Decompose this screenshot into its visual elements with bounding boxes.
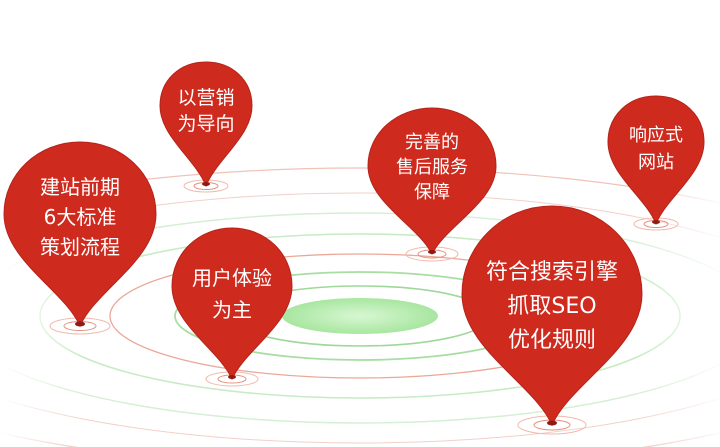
pin-label: 响应式 网站 — [606, 122, 706, 176]
pin-seo-rules: 符合搜索引擎 抓取SEO 优化规则 — [460, 204, 644, 425]
pin-label-line: 以营销 — [158, 86, 254, 112]
pin-label: 建站前期 6大标准 策划流程 — [2, 172, 158, 262]
pin-label-line: 策划流程 — [2, 232, 158, 262]
pin-label: 符合搜索引擎 抓取SEO 优化规则 — [460, 256, 644, 358]
pin-label-line: 完善的 — [366, 130, 498, 155]
pin-label-line: 为主 — [170, 294, 294, 326]
pin-label-line: 响应式 — [606, 122, 706, 149]
pin-standard-process: 建站前期 6大标准 策划流程 — [2, 140, 158, 326]
pin-label-line: 为导向 — [158, 112, 254, 138]
pin-label-line: 用户体验 — [170, 262, 294, 294]
pin-label-line: 网站 — [606, 149, 706, 176]
pin-label: 以营销 为导向 — [158, 86, 254, 137]
pin-user-experience: 用户体验 为主 — [170, 226, 294, 379]
pin-label-line: 抓取SEO — [460, 290, 644, 324]
pin-label-line: 符合搜索引擎 — [460, 256, 644, 290]
pin-label: 用户体验 为主 — [170, 262, 294, 326]
pin-label-line: 售后服务 — [366, 155, 498, 180]
pin-marketing-oriented: 以营销 为导向 — [158, 60, 254, 186]
pin-label-line: 建站前期 — [2, 172, 158, 202]
pin-label-line: 6大标准 — [2, 202, 158, 232]
pin-label: 完善的 售后服务 保障 — [366, 130, 498, 206]
pin-label-line: 保障 — [366, 180, 498, 205]
pin-label-line: 优化规则 — [460, 324, 644, 358]
